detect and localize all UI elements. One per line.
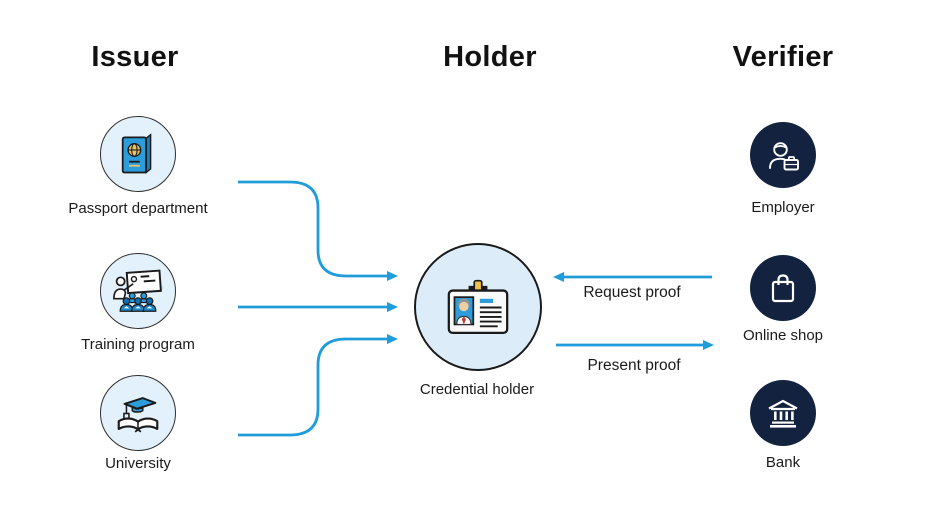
label-training-program: Training program [81,336,195,353]
issuer-column-title: Issuer [91,41,179,73]
label-credential-holder: Credential holder [419,381,535,398]
training-presentation-icon [112,269,165,312]
node-university [100,375,176,451]
arrow-university-to-holder [238,334,398,437]
node-training-program [100,253,176,329]
label-request-proof: Request proof [583,284,681,301]
label-university: University [105,455,171,472]
label-bank: Bank [765,454,801,471]
passport-icon [121,132,152,174]
node-credential-holder [414,243,542,371]
employee-briefcase-icon [769,142,799,171]
label-employer: Employer [751,199,815,216]
shopping-bag-icon [771,274,795,303]
node-online-shop [750,255,816,321]
id-card-icon [447,279,509,334]
holder-column-title: Holder [443,41,537,73]
label-passport-department: Passport department [68,200,208,217]
verifier-column-title: Verifier [732,41,834,73]
label-present-proof: Present proof [587,357,681,374]
node-employer [750,122,816,188]
node-bank [750,380,816,446]
arrow-passport-to-holder [238,180,398,281]
bank-building-icon [768,399,798,428]
label-online-shop: Online shop [742,327,824,344]
node-passport-department [100,116,176,192]
graduation-cap-book-icon [117,396,159,432]
